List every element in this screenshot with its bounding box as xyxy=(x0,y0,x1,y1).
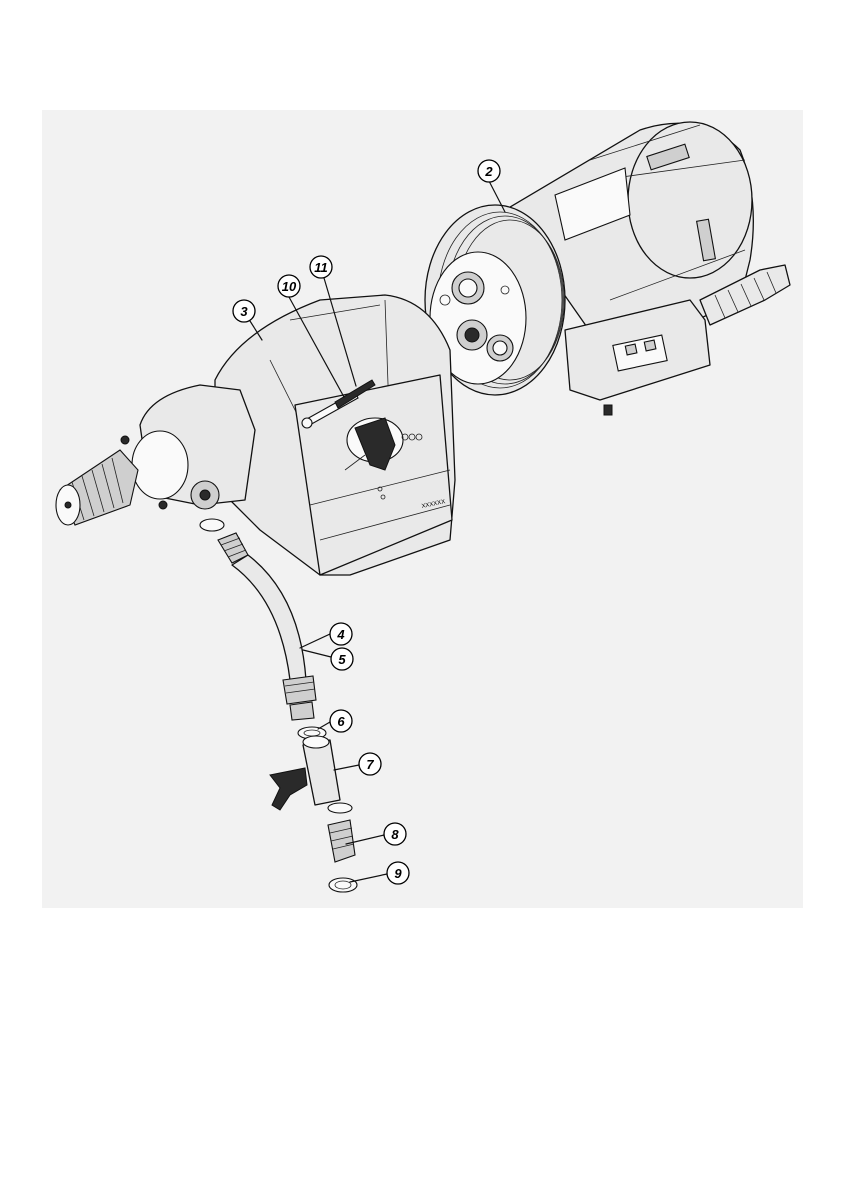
svg-text:9: 9 xyxy=(394,866,402,881)
svg-text:7: 7 xyxy=(366,757,374,772)
callout-11: 11 xyxy=(310,256,332,278)
callout-3: 3 xyxy=(233,300,255,322)
svg-text:5: 5 xyxy=(338,652,346,667)
svg-text:6: 6 xyxy=(337,714,345,729)
callout-4: 4 xyxy=(330,623,352,645)
callout-9: 9 xyxy=(387,862,409,884)
svg-text:8: 8 xyxy=(391,827,399,842)
callout-6: 6 xyxy=(330,710,352,732)
svg-text:11: 11 xyxy=(314,260,328,275)
callout-5: 5 xyxy=(331,648,353,670)
callout-10: 10 xyxy=(278,275,300,297)
water-valve-assembly xyxy=(270,727,357,892)
svg-text:10: 10 xyxy=(282,279,297,294)
callout-8: 8 xyxy=(384,823,406,845)
svg-text:3: 3 xyxy=(240,304,248,319)
callout-2: 2 xyxy=(478,160,500,182)
svg-text:2: 2 xyxy=(484,164,493,179)
callout-7: 7 xyxy=(359,753,381,775)
gearbox-housing xyxy=(56,295,455,575)
svg-text:4: 4 xyxy=(336,627,345,642)
